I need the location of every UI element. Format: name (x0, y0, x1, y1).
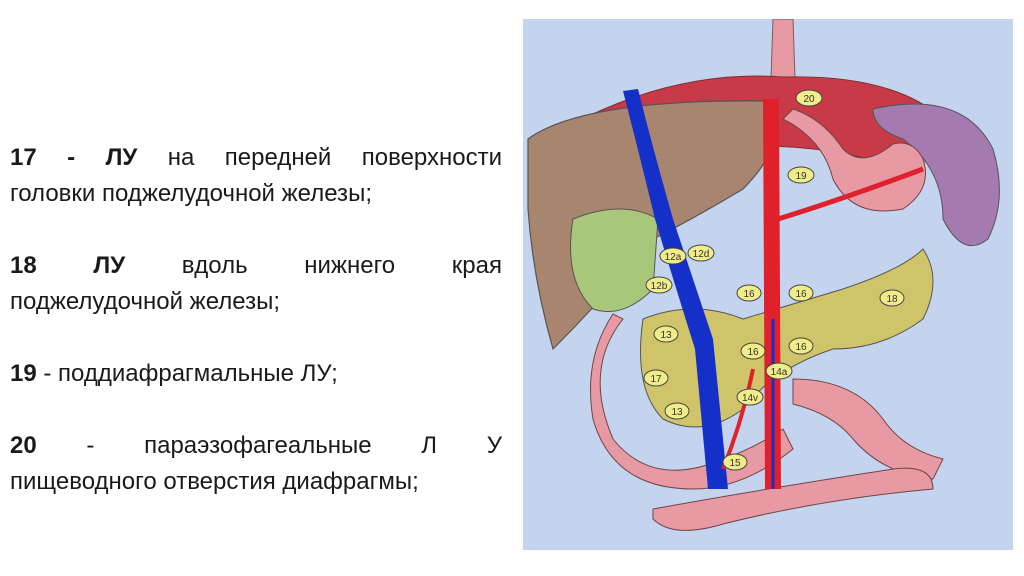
spleen-shape (872, 103, 1000, 247)
item-17-line2: головки поджелудочной железы; (10, 180, 372, 207)
node-19 (787, 166, 815, 184)
item-20-line2: пищеводного отверстия диафрагмы; (10, 468, 419, 495)
node-12a (659, 247, 687, 265)
node-20 (795, 89, 823, 107)
item-18-number: 18 (10, 252, 37, 279)
vena-cava-shape (623, 89, 728, 489)
item-17-lead: ЛУ (105, 144, 138, 171)
lymph-node-markers: 20 19 12a 12d 12b 16 16 18 13 16 (643, 89, 905, 471)
node-12d-label: 12d (693, 249, 710, 260)
node-14v (736, 388, 764, 406)
item-20: 20 - параэзофагеальные Л У пищеводного о… (10, 432, 502, 495)
node-20-label: 20 (803, 94, 815, 105)
node-12b-label: 12b (651, 281, 668, 292)
item-19: 19 - поддиафрагмальные ЛУ; (10, 360, 338, 387)
node-13-a (653, 325, 679, 343)
item-18-line2: поджелудочной железы; (10, 288, 280, 315)
item-18: 18 ЛУ вдоль нижнего края поджелудочной ж… (10, 252, 502, 315)
node-16-d-label: 16 (795, 342, 807, 353)
node-12b (645, 276, 673, 294)
node-13-b-label: 13 (671, 407, 683, 418)
node-16-b (788, 284, 814, 302)
esophagus-shape (770, 19, 796, 80)
item-17-number: 17 (10, 144, 37, 171)
item-19-text: поддиафрагмальные ЛУ; (58, 360, 338, 387)
node-14v-label: 14v (742, 393, 758, 404)
node-16-d (788, 337, 814, 355)
item-18-lead: ЛУ (93, 252, 126, 279)
node-19-label: 19 (795, 171, 807, 182)
node-12d (687, 244, 715, 262)
stomach-shape (782, 108, 926, 212)
lymph-node-list: 17 - ЛУ на передней поверхности головки … (10, 140, 502, 536)
node-18 (879, 289, 905, 307)
duodenum-shape (590, 313, 794, 490)
item-19-number: 19 (10, 360, 37, 387)
node-16-a (736, 284, 762, 302)
node-18-label: 18 (886, 294, 898, 305)
node-16-c-label: 16 (747, 347, 759, 358)
node-15-label: 15 (729, 458, 741, 469)
node-12a-label: 12a (665, 252, 682, 263)
splenic-artery-shape (777, 166, 924, 222)
anatomy-illustration: 20 19 12a 12d 12b 16 16 18 13 16 (523, 19, 1013, 550)
node-17 (643, 369, 669, 387)
node-16-b-label: 16 (795, 289, 807, 300)
anatomy-svg: 20 19 12a 12d 12b 16 16 18 13 16 (523, 19, 1013, 550)
aorta-shape (763, 99, 781, 489)
jejunum-shape (792, 378, 944, 480)
node-14a (765, 362, 793, 380)
node-13-b (664, 402, 690, 420)
node-16-c (740, 342, 766, 360)
gallbladder-shape (570, 208, 659, 312)
node-15 (722, 453, 748, 471)
node-13-a-label: 13 (660, 330, 672, 341)
node-17-label: 17 (650, 374, 662, 385)
node-16-a-label: 16 (743, 289, 755, 300)
node-14a-label: 14a (771, 367, 788, 378)
item-17: 17 - ЛУ на передней поверхности головки … (10, 144, 503, 207)
item-20-number: 20 (10, 432, 37, 459)
